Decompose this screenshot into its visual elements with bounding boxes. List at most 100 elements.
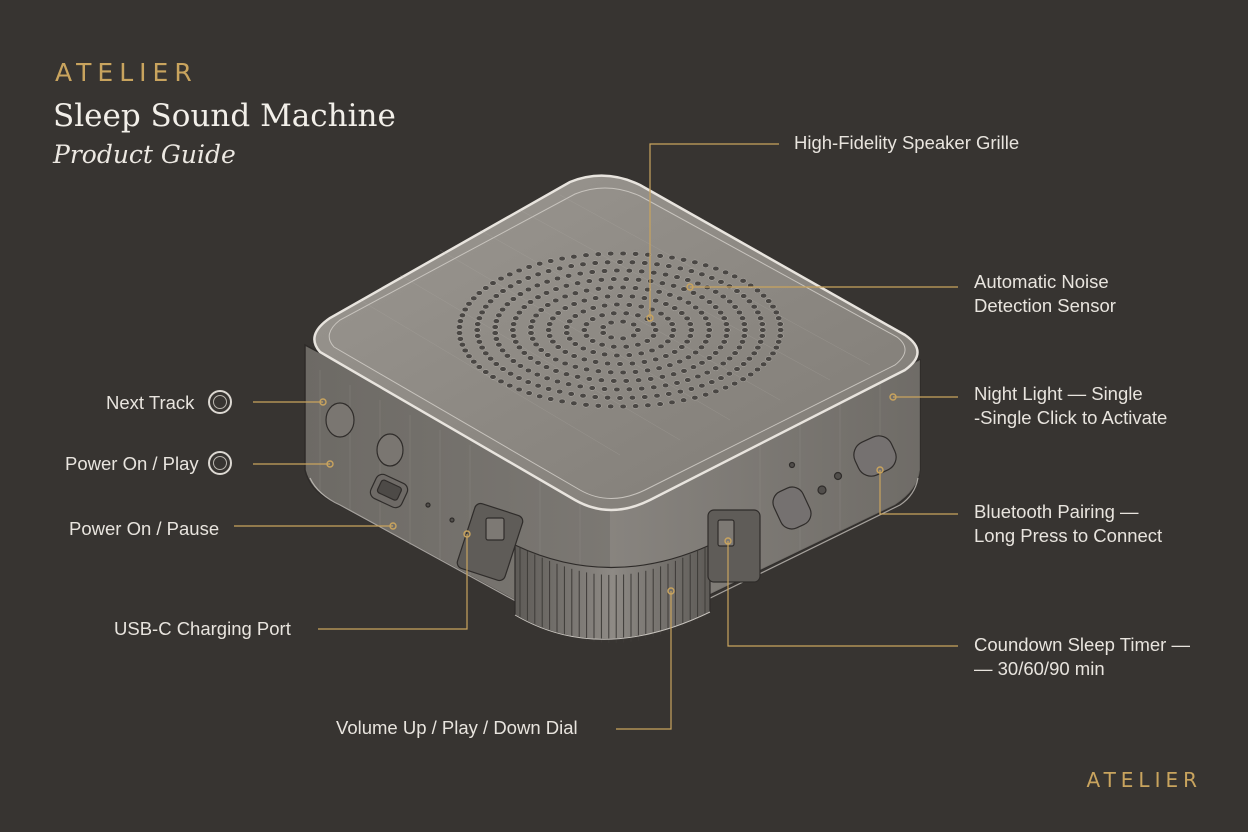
grille-hole xyxy=(491,330,499,336)
grille-hole xyxy=(775,315,783,321)
grille-hole xyxy=(563,330,571,336)
grille-hole xyxy=(482,350,490,356)
grille-hole xyxy=(638,268,646,275)
grille-hole xyxy=(650,270,658,276)
grille-hole xyxy=(698,360,706,366)
grille-hole xyxy=(604,259,612,265)
grille-hole xyxy=(482,285,490,291)
next-track-button-icon xyxy=(208,390,232,414)
grille-hole xyxy=(604,293,612,300)
grille-hole xyxy=(607,403,615,410)
grille-hole xyxy=(599,324,607,330)
grille-hole xyxy=(554,275,561,282)
grille-hole xyxy=(641,260,649,266)
grille-hole xyxy=(733,366,741,372)
grille-hole xyxy=(475,315,483,321)
grille-hole xyxy=(648,347,656,354)
grille-hole xyxy=(777,327,785,333)
leader-bluetooth xyxy=(879,470,958,515)
label-usb-port: USB-C Charging Port xyxy=(114,618,291,639)
grille-hole xyxy=(632,369,639,375)
grille-hole xyxy=(722,384,730,391)
grille-hole xyxy=(652,356,660,363)
grille-hole xyxy=(684,354,692,360)
grille-hole xyxy=(683,315,691,322)
grille-hole xyxy=(543,290,550,296)
label-bluetooth-line2: Long Press to Connect xyxy=(974,525,1163,546)
grille-hole xyxy=(650,321,657,327)
grille-hole xyxy=(717,344,725,351)
grille-hole xyxy=(712,350,720,356)
grille-hole xyxy=(622,276,630,282)
grille-hole xyxy=(772,344,780,351)
grille-hole xyxy=(619,250,627,257)
grille-hole xyxy=(622,310,630,316)
grille-hole xyxy=(458,312,466,318)
grille-hole xyxy=(619,403,627,410)
grille-hole xyxy=(610,310,618,316)
grille-hole xyxy=(683,338,691,345)
grille-hole xyxy=(760,293,768,299)
grille-hole xyxy=(656,253,664,259)
grille-hole xyxy=(765,298,773,304)
grille-hole xyxy=(662,271,670,278)
grille-hole xyxy=(489,374,497,380)
grille-hole xyxy=(487,298,495,304)
grille-hole xyxy=(622,378,630,384)
grille-hole xyxy=(668,399,676,406)
grille-hole xyxy=(561,360,569,367)
grille-hole xyxy=(580,356,588,363)
label-noise-sensor: Automatic Noise Detection Sensor xyxy=(974,270,1116,318)
grille-hole xyxy=(571,341,579,347)
grille-hole xyxy=(534,360,542,366)
grille-hole xyxy=(579,345,587,352)
grille-hole xyxy=(503,301,511,307)
grille-hole xyxy=(515,375,523,381)
grille-hole xyxy=(592,359,600,365)
grille-hole xyxy=(740,333,748,339)
grille-hole xyxy=(566,336,574,342)
grille-hole xyxy=(554,344,562,350)
grille-hole xyxy=(678,344,686,350)
grille-hole xyxy=(527,299,534,305)
grille-hole xyxy=(708,379,716,385)
grille-hole xyxy=(543,375,551,381)
grille-hole xyxy=(556,265,564,272)
grille-hole xyxy=(704,333,712,339)
grille-hole xyxy=(532,312,540,319)
grille-hole xyxy=(625,386,633,392)
grille-hole xyxy=(520,350,528,356)
grille-hole xyxy=(776,333,784,339)
grille-hole xyxy=(733,288,741,294)
grille-hole xyxy=(579,261,587,267)
grille-hole xyxy=(489,280,497,286)
grille-hole xyxy=(533,282,541,289)
label-noise-sensor-line2: Detection Sensor xyxy=(974,295,1116,316)
grille-hole xyxy=(558,255,566,262)
grille-hole xyxy=(754,344,762,351)
speaker-grille xyxy=(456,250,785,410)
grille-hole xyxy=(497,275,505,282)
grille-hole xyxy=(529,336,537,342)
grille-hole xyxy=(492,336,500,342)
grille-hole xyxy=(545,327,553,333)
grille-hole xyxy=(591,260,599,266)
grille-hole xyxy=(583,287,591,294)
grille-hole xyxy=(544,352,552,358)
grille-hole xyxy=(680,257,688,263)
grille-hole xyxy=(664,338,672,345)
grille-hole xyxy=(562,283,570,289)
grille-hole xyxy=(698,294,706,300)
grille-hole xyxy=(610,378,618,384)
grille-hole xyxy=(637,350,645,357)
grille-hole xyxy=(641,394,649,400)
grille-hole xyxy=(475,364,483,370)
grille-hole xyxy=(658,374,666,380)
grille-hole xyxy=(628,360,636,367)
grille-hole xyxy=(515,386,523,393)
grille-hole xyxy=(594,403,602,409)
grille-hole xyxy=(547,258,555,264)
grille-hole xyxy=(644,402,652,408)
grille-hole xyxy=(616,293,624,299)
label-power-pause: Power On / Pause xyxy=(69,518,220,539)
